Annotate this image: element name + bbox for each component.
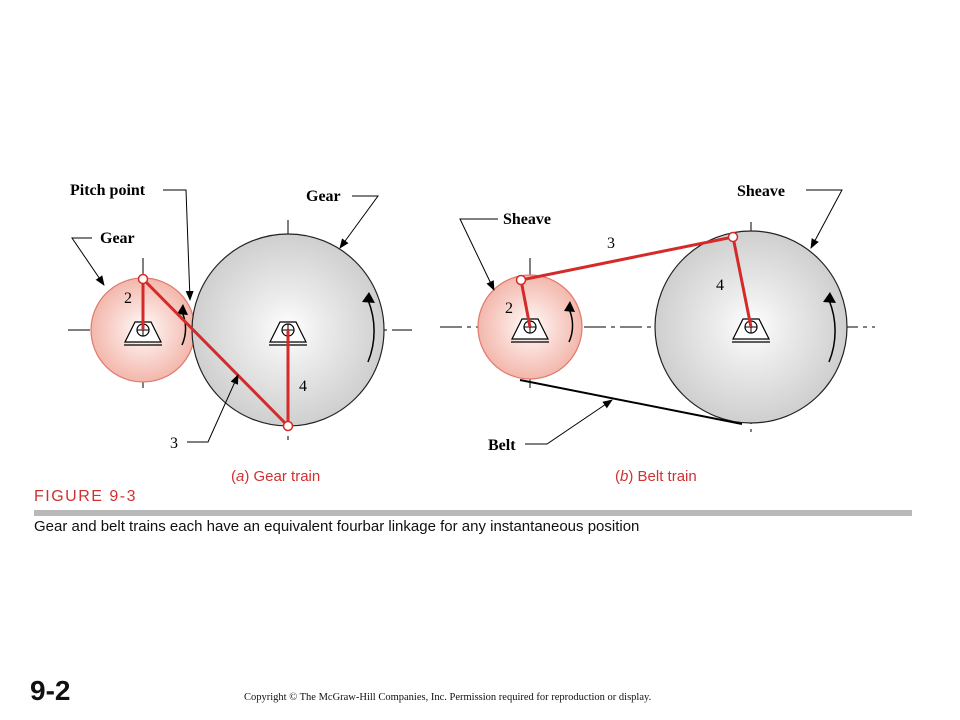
rotation-arrow-head-gear4 — [362, 292, 375, 303]
leader-belt — [525, 399, 613, 445]
linkage-joint-b-left — [515, 274, 527, 286]
caption-gear-train: (a) Gear train — [231, 468, 320, 485]
leader-pitch-point — [163, 189, 194, 301]
label-pitch-point: Pitch point — [70, 182, 146, 199]
rotation-arrow-head-sheave4 — [823, 292, 836, 303]
rotation-arrow-gear4 — [367, 299, 375, 363]
ground-pivot-sheave4 — [732, 318, 770, 343]
linkage-joint-a-top — [137, 273, 149, 285]
leader-link3-a — [187, 374, 239, 443]
linkage-joint-a-bottom — [282, 420, 294, 432]
leader-sheave-left — [459, 218, 498, 291]
equivalent-linkage-a — [141, 275, 290, 430]
label-link-3-b: 3 — [607, 235, 615, 252]
rotation-arrow-head-sheave2 — [564, 301, 575, 312]
label-link-2-a: 2 — [124, 290, 132, 307]
leader-gear-left — [71, 237, 105, 286]
label-gear-right: Gear — [306, 188, 341, 205]
page-number: 9-2 — [30, 675, 71, 706]
rotation-arrow-sheave4 — [828, 299, 836, 363]
caption-belt-train: (b) Belt train — [615, 468, 697, 485]
figure-description: Gear and belt trains each have an equiva… — [34, 518, 640, 535]
label-link-4-b: 4 — [716, 277, 724, 294]
label-belt: Belt — [488, 437, 516, 454]
belt-train-panel: Sheave Sheave Belt 2 3 4 (b) Belt train — [440, 183, 875, 485]
label-link-3-a: 3 — [170, 435, 178, 452]
belt-lower — [519, 379, 743, 425]
figure-title: FIGURE 9-3 — [34, 488, 138, 505]
label-sheave-left: Sheave — [503, 211, 551, 228]
rotation-arrow-head-gear2 — [177, 304, 188, 315]
label-sheave-right: Sheave — [737, 183, 785, 200]
equivalent-linkage-b — [519, 235, 753, 328]
leader-sheave-right — [806, 189, 843, 249]
leader-gear-right — [339, 195, 379, 249]
copyright-notice: Copyright © The McGraw-Hill Companies, I… — [244, 692, 652, 703]
gear-train-panel: Pitch point Gear Gear 2 3 4 (a) Gear tra… — [68, 182, 412, 485]
figure-divider — [34, 510, 912, 516]
label-gear-left: Gear — [100, 230, 135, 247]
label-link-2-b: 2 — [505, 300, 513, 317]
label-link-4-a: 4 — [299, 378, 307, 395]
linkage-joint-b-right — [727, 231, 739, 243]
